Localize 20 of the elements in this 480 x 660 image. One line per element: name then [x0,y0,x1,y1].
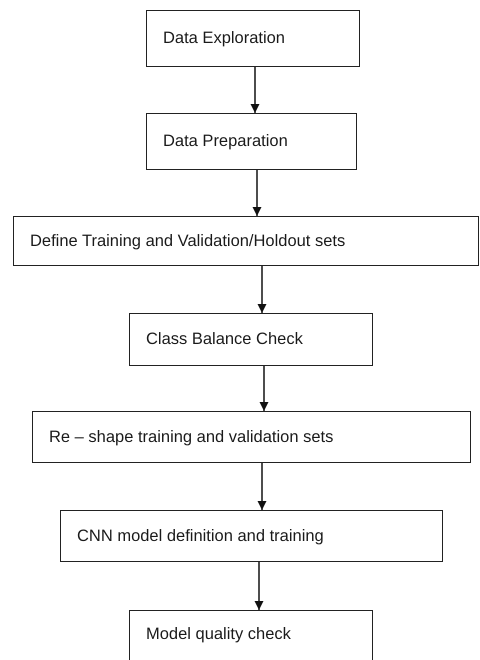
box-label: Data Preparation [163,132,288,151]
arrow [250,67,260,113]
process-box [146,113,357,170]
process-box [129,313,373,366]
process-box [129,610,373,660]
process-box [13,216,479,266]
arrow [258,463,266,510]
process-box [146,10,360,67]
box-label: Class Balance Check [146,330,303,349]
box-label: Re – shape training and validation sets [49,428,334,446]
arrow [252,170,262,216]
process-box [32,411,471,463]
box-label: Data Exploration [163,29,285,48]
arrow [258,266,266,313]
box-label: Define Training and Validation/Holdout sets [30,232,346,250]
arrow [254,562,264,610]
box-label: CNN model definition and training [77,526,324,546]
process-box [60,510,443,562]
box-label: Model quality check [146,625,291,644]
arrow [260,366,268,411]
